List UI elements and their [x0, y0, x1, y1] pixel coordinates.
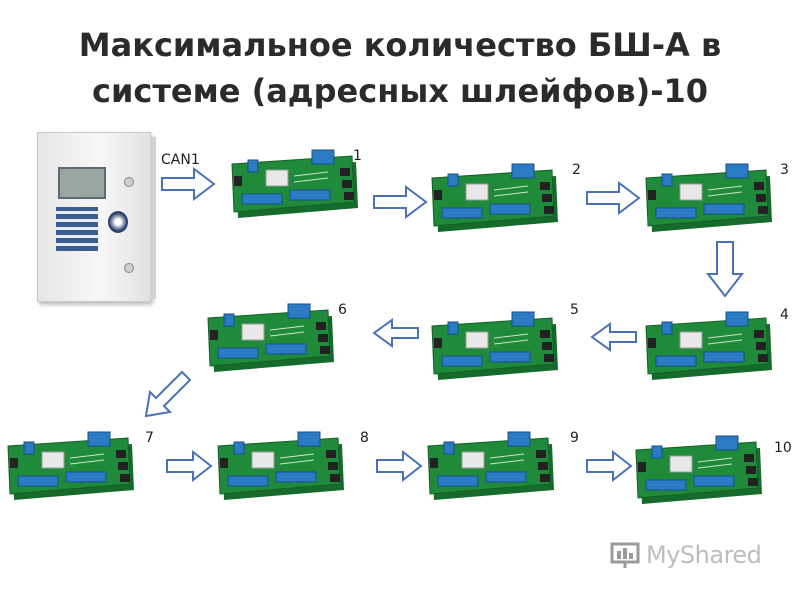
board-number: 2 — [572, 162, 581, 178]
address-loop-board — [424, 430, 554, 502]
board-number: 8 — [360, 430, 369, 446]
panel-display — [58, 167, 106, 199]
diagram-title: Максимальное количество БШ-А в системе (… — [0, 22, 800, 114]
board-number: 1 — [353, 148, 362, 164]
address-loop-board — [428, 310, 558, 382]
board-number: 5 — [570, 302, 579, 318]
arrow-left-icon — [372, 318, 419, 348]
arrow-right-icon — [373, 185, 428, 219]
board-number: 4 — [780, 307, 789, 323]
panel-lock-icon — [124, 263, 134, 273]
address-loop-board — [4, 430, 134, 502]
arrow-right-icon — [166, 450, 213, 482]
arrow-down-icon — [705, 241, 745, 298]
arrow-down-left-icon — [144, 370, 192, 418]
address-loop-board — [632, 434, 762, 506]
board-number: 9 — [570, 430, 579, 446]
address-loop-board — [204, 302, 334, 374]
panel-knob — [108, 211, 128, 233]
board-number: 7 — [145, 430, 154, 446]
address-loop-board — [642, 310, 772, 382]
board-number: 10 — [774, 440, 792, 456]
myshared-logo: MyShared — [608, 538, 762, 572]
board-number: 3 — [780, 162, 789, 178]
arrow-right-icon — [376, 450, 423, 482]
arrow-left-icon — [590, 322, 637, 352]
address-loop-board — [228, 148, 358, 220]
arrow-right-icon — [586, 181, 641, 215]
panel-key-lock-icon — [124, 177, 134, 187]
arrow-right-icon — [586, 450, 633, 482]
title-line-2: системе (адресных шлейфов)-10 — [91, 72, 709, 110]
title-line-1: Максимальное количество БШ-А в — [78, 26, 722, 64]
bus-label: CAN1 — [161, 152, 200, 168]
board-number: 6 — [338, 302, 347, 318]
address-loop-board — [642, 162, 772, 234]
control-panel — [37, 132, 156, 302]
presentation-board-icon — [610, 542, 640, 568]
arrow-right-icon — [161, 167, 216, 201]
panel-keypad — [56, 207, 98, 251]
address-loop-board — [214, 430, 344, 502]
address-loop-board — [428, 162, 558, 234]
logo-text: MyShared — [646, 541, 762, 569]
